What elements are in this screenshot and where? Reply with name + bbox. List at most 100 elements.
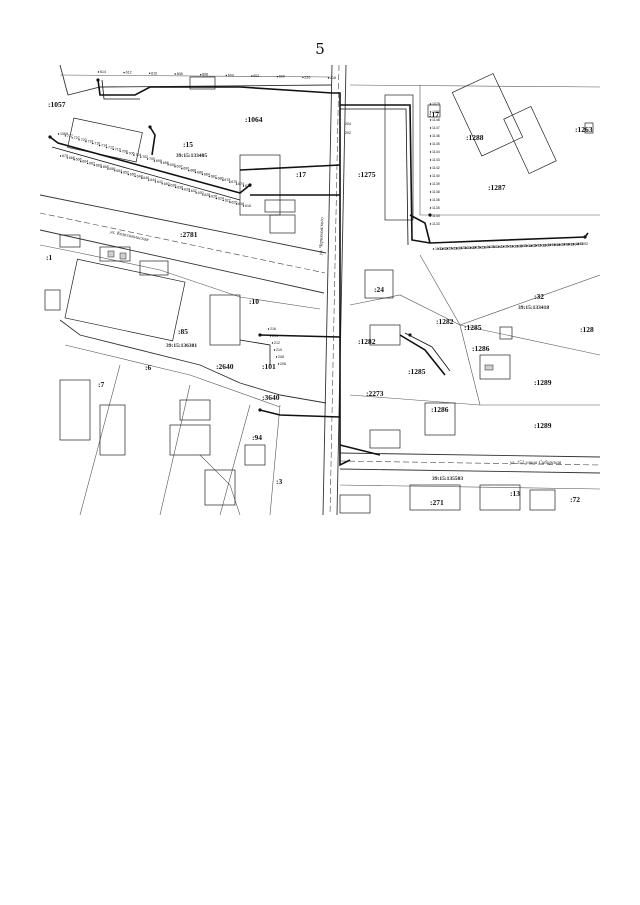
point-marker (181, 168, 183, 170)
point-marker (271, 342, 274, 344)
point-marker (92, 142, 94, 145)
point-marker (549, 244, 552, 246)
point-marker (100, 166, 102, 168)
point-marker (327, 77, 330, 79)
point-marker (114, 170, 116, 172)
point-marker (120, 172, 123, 174)
point-marker (559, 243, 561, 246)
point-number-label: 622 (225, 198, 231, 202)
point-marker (429, 159, 432, 161)
point-marker (168, 184, 170, 187)
point-marker (429, 103, 432, 105)
point-number-label: 654 (116, 169, 122, 173)
point-marker (161, 183, 163, 185)
point-marker (85, 141, 87, 143)
point-number-label: 672 (245, 184, 251, 188)
parcel-label: :85 (178, 327, 188, 336)
point-number-label: 684 (204, 172, 210, 176)
point-marker (429, 215, 432, 217)
parcel-label: :271 (430, 498, 444, 507)
parcel-label: :1287 (488, 183, 506, 192)
point-marker (267, 328, 270, 330)
point-marker (215, 197, 218, 200)
point-marker (242, 205, 245, 207)
point-marker (105, 146, 108, 149)
point-number-label: 727 (67, 134, 73, 138)
pipeline-network (48, 78, 589, 467)
point-marker (526, 245, 528, 247)
point-number-label: 704 (135, 153, 141, 157)
street-label: ул. Черняховского (319, 217, 325, 256)
point-marker (160, 162, 162, 164)
parcel-label: :1057 (48, 100, 66, 109)
point-marker (503, 245, 505, 248)
point-marker (78, 139, 80, 141)
parcel-label: :1285 (408, 367, 426, 376)
roads (40, 65, 600, 515)
quarter-label: 39:15:133418 (518, 305, 549, 311)
point-number-label: 1104 (524, 244, 532, 248)
point-number-label: 1135 (432, 206, 440, 210)
point-marker (456, 247, 458, 249)
point-marker (235, 183, 238, 185)
point-number-label: 678 (224, 178, 230, 182)
point-number-label: 1142 (432, 166, 440, 170)
parcel-label: :6 (145, 363, 151, 372)
point-marker (429, 135, 432, 137)
point-number-label: 692 (177, 165, 183, 169)
point-marker (229, 201, 231, 203)
point-marker (535, 244, 538, 247)
parcel-label: :2781 (180, 230, 198, 239)
point-number-label: 606 (202, 73, 208, 77)
point-marker (80, 160, 82, 163)
point-marker (474, 246, 477, 249)
point-marker (429, 191, 432, 193)
point-number-label: 658 (103, 165, 109, 169)
point-number-label: 690 (183, 167, 189, 171)
point-marker (488, 246, 491, 248)
point-marker (194, 171, 197, 174)
point-marker (222, 179, 224, 181)
quarter-labels: 39:15:133405 39:15:136301 39:15:133418 3… (166, 153, 549, 482)
point-number-label: 1093 (575, 242, 583, 246)
point-marker (119, 150, 121, 152)
point-marker (202, 194, 204, 196)
point-marker (460, 247, 463, 249)
point-marker (429, 207, 432, 209)
buildings (44, 73, 594, 514)
point-number-label: 616 (245, 204, 251, 208)
point-marker (251, 75, 253, 77)
parcel-label: :1289 (534, 421, 552, 430)
point-number-label: 652 (123, 171, 129, 175)
point-number-label: 602 (253, 74, 259, 78)
point-marker (215, 177, 217, 179)
point-number-label: 642 (157, 180, 163, 184)
parcel-label: :2273 (366, 389, 384, 398)
quarter-label: 39:15:135503 (432, 476, 463, 482)
parcel-label: :94 (252, 433, 262, 442)
parcel-label: :2640 (216, 362, 234, 371)
point-number-label: 1109 (505, 245, 513, 249)
point-marker (175, 186, 177, 189)
point-number-label: 702 (142, 155, 148, 159)
parcel-label: :1282 (358, 337, 376, 346)
point-number-label: 694 (170, 163, 176, 167)
point-marker (573, 243, 575, 245)
point-marker (577, 243, 580, 245)
point-marker (302, 76, 304, 78)
parcel-label: :32 (534, 292, 544, 301)
point-marker (188, 169, 190, 172)
point-number-label: 202 (345, 131, 351, 135)
point-number-label: 648 (137, 174, 143, 178)
point-marker (154, 181, 157, 183)
point-number-label: 1140 (432, 174, 440, 178)
point-marker (200, 74, 202, 76)
point-number-label: 666 (76, 158, 82, 162)
point-number-label: 632 (191, 189, 197, 193)
parcel-label: :1286 (431, 405, 449, 414)
point-number-label: 1144 (432, 150, 440, 154)
point-number-label: 634 (184, 187, 190, 191)
point-marker (66, 157, 68, 159)
point-number-label: 610 (151, 71, 157, 75)
point-marker (429, 143, 432, 145)
